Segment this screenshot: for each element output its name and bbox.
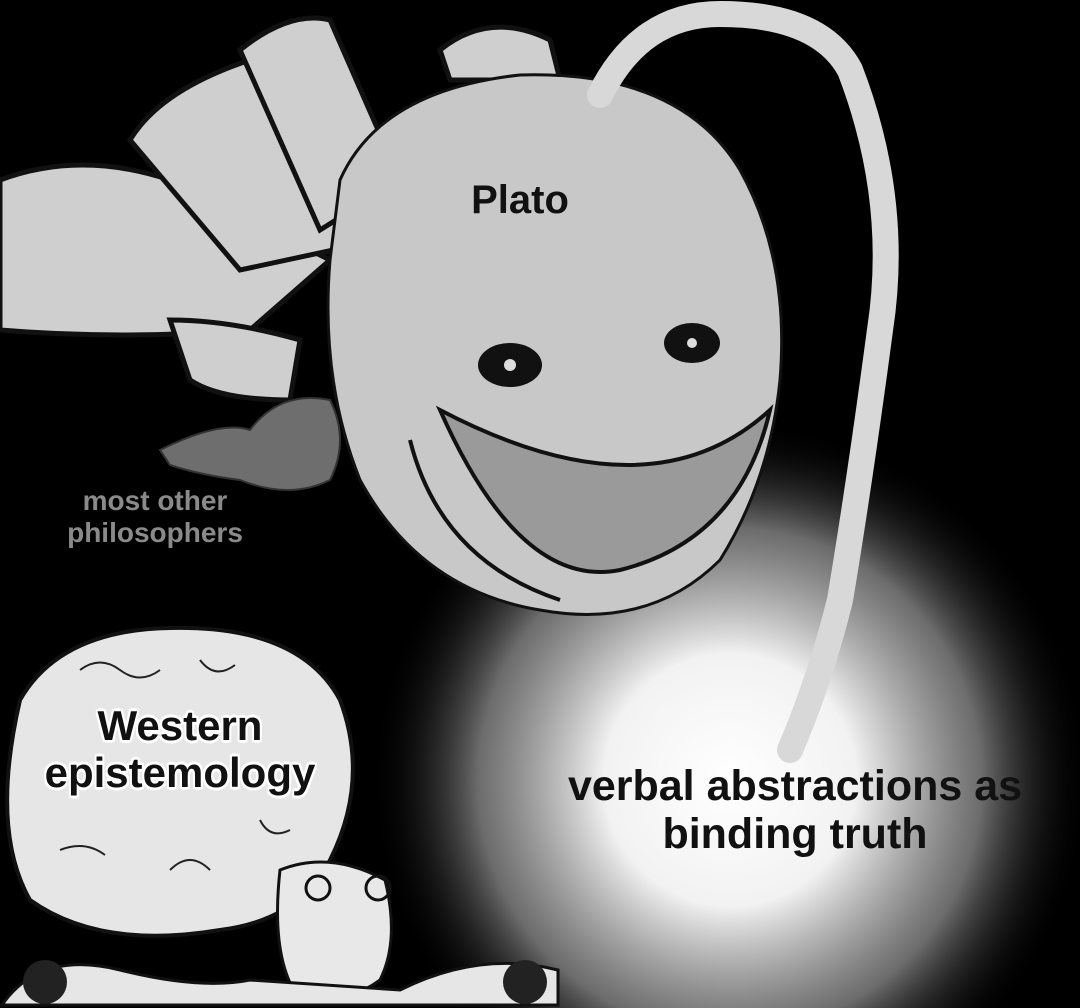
fish-pupil-left bbox=[504, 359, 516, 371]
wojak-face bbox=[276, 860, 393, 1002]
fish-jaw-line bbox=[408, 439, 561, 602]
brain bbox=[5, 625, 355, 938]
wojak-hand-right bbox=[503, 960, 547, 1004]
other-philosophers-label: most other philosophers bbox=[67, 485, 243, 549]
verbal-abstractions-label: verbal abstractions as binding truth bbox=[567, 762, 1023, 859]
glasses-left-lens bbox=[304, 874, 332, 902]
brain-folds bbox=[59, 659, 291, 871]
glasses-right-lens bbox=[364, 874, 392, 902]
wojak-body bbox=[0, 961, 560, 1007]
wojak-hand-left bbox=[23, 960, 67, 1004]
western-epistemology-label: Western epistemology bbox=[44, 702, 316, 797]
fish-grin bbox=[435, 404, 774, 574]
fish-pupil-right bbox=[687, 338, 697, 348]
fish-fins bbox=[0, 15, 564, 403]
plato-label: Plato bbox=[471, 178, 569, 222]
small-fish bbox=[158, 397, 341, 491]
lure-stalk bbox=[587, 0, 899, 763]
